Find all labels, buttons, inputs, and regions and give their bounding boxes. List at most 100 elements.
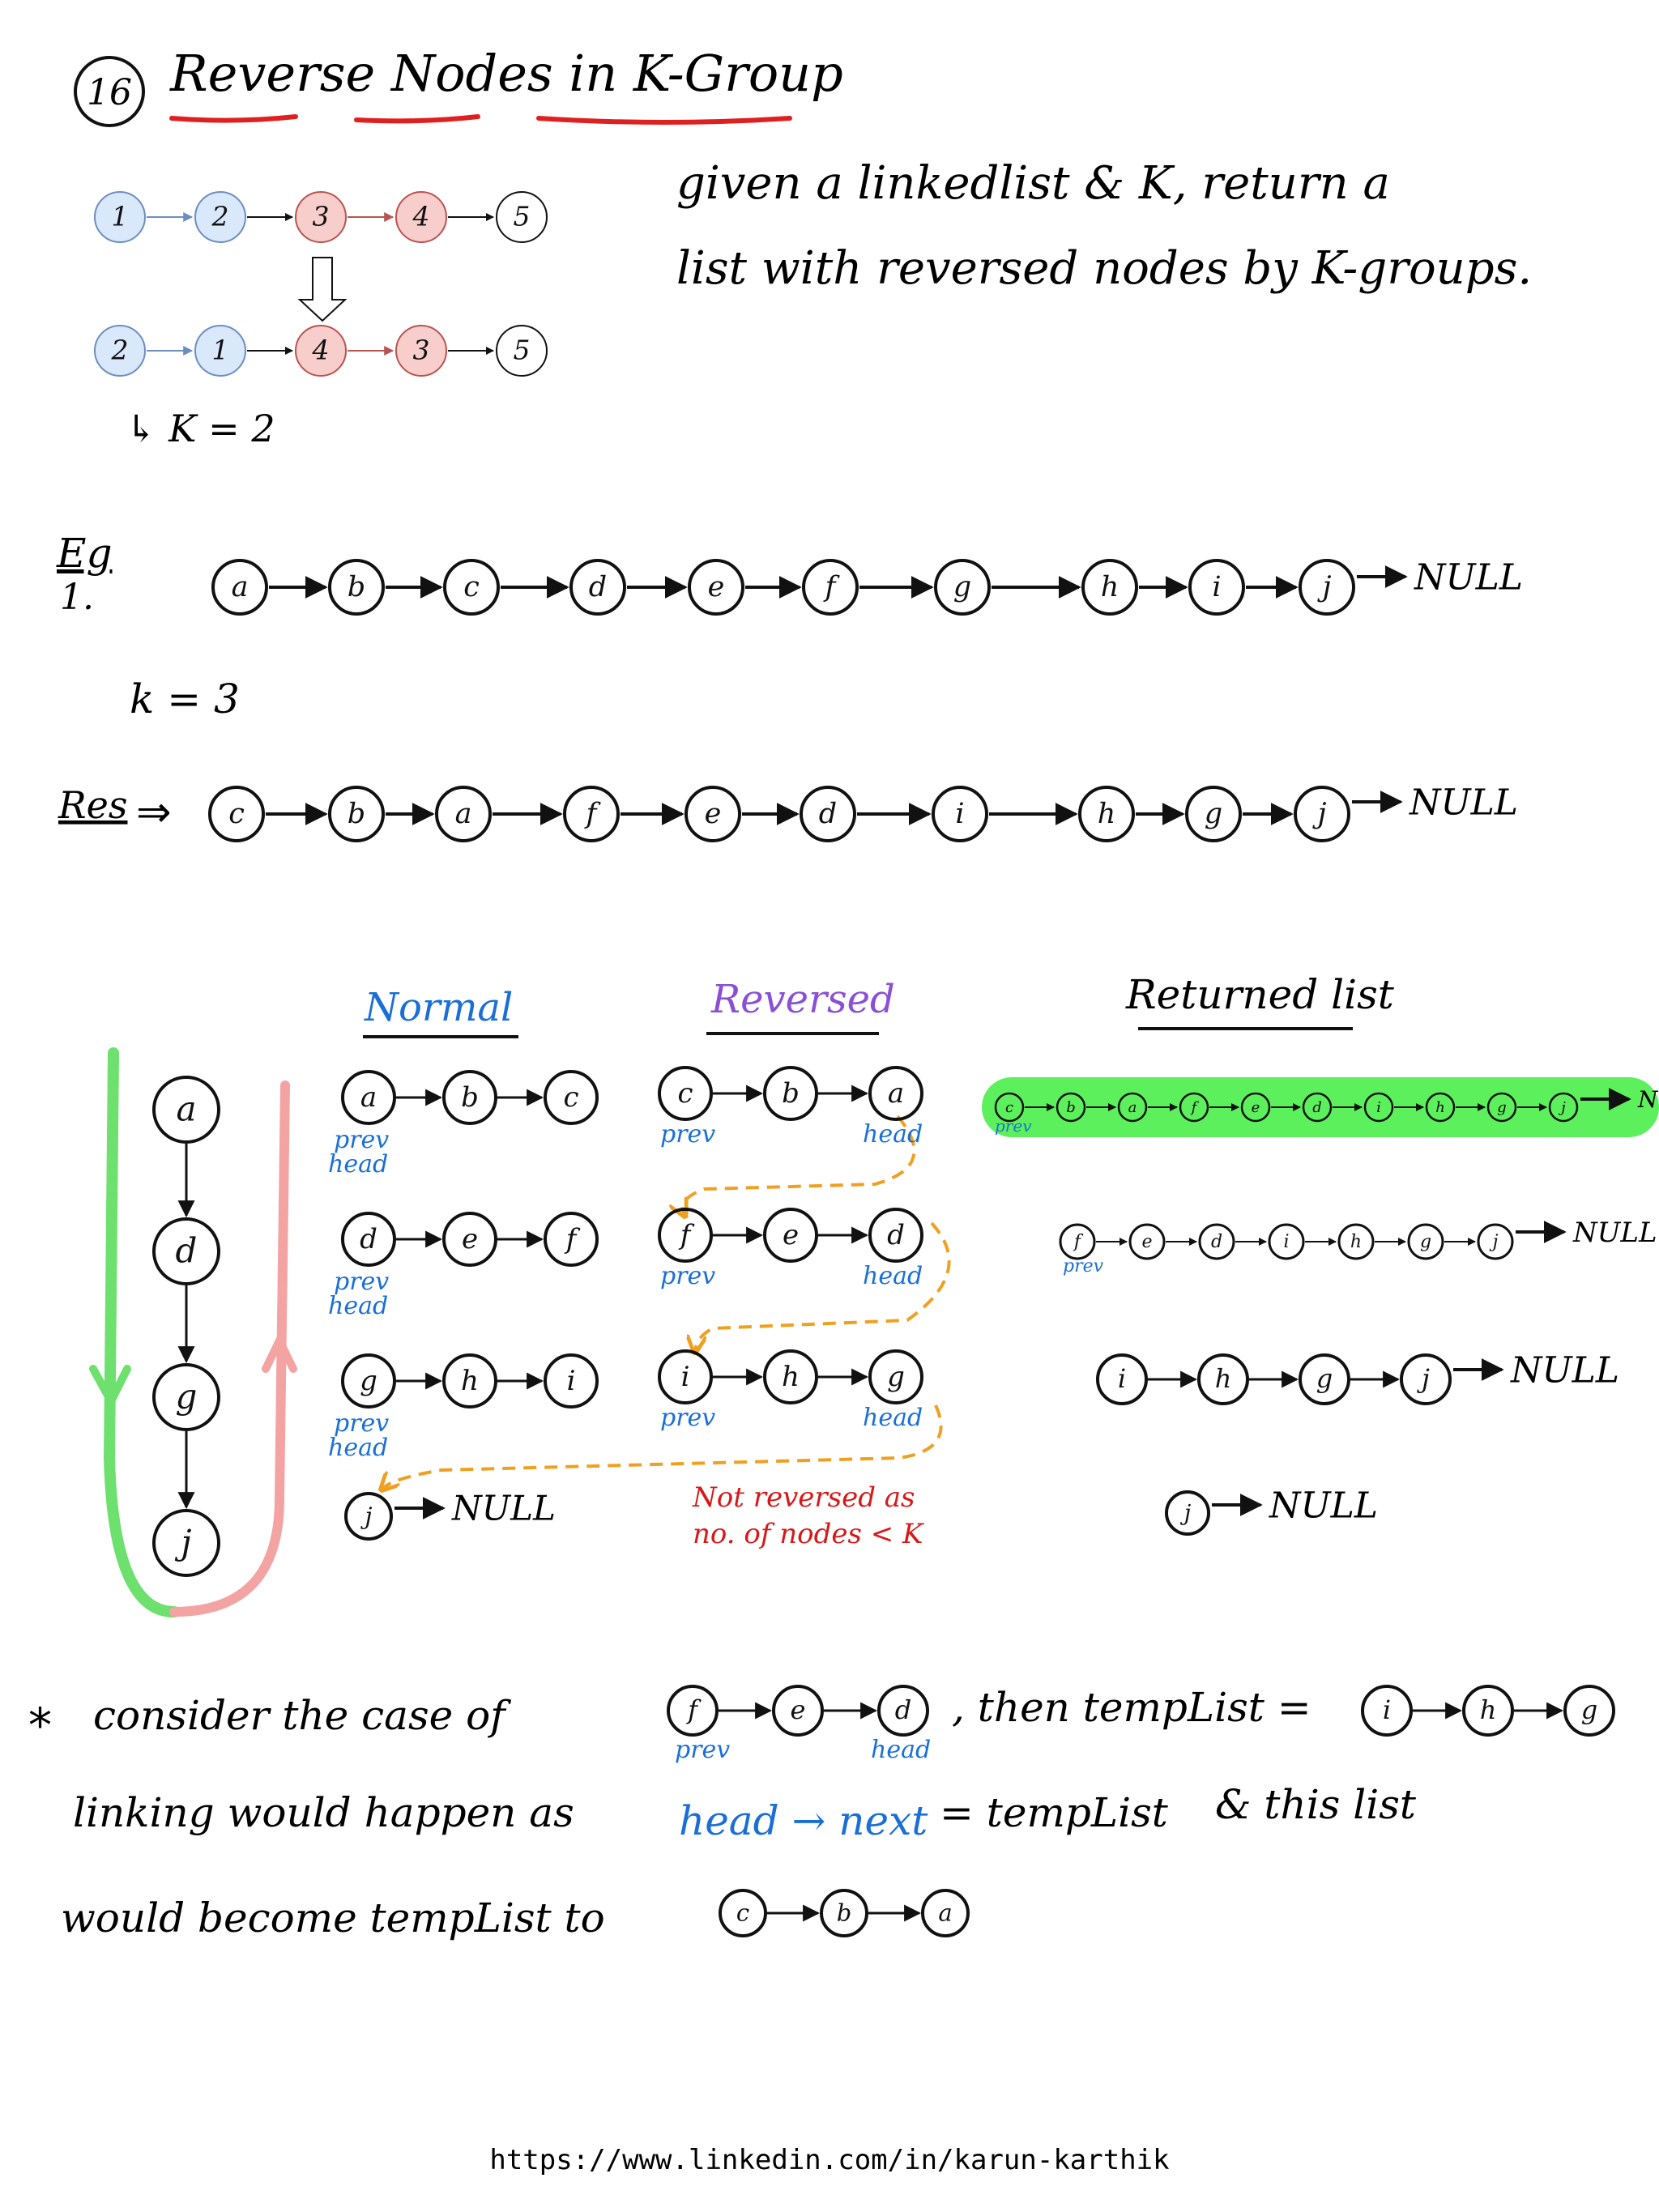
node-4 [395, 191, 447, 243]
node-h [1337, 1223, 1375, 1260]
returned-row-highlight [982, 1077, 1659, 1137]
node-e [763, 1208, 818, 1263]
node-2 [194, 191, 246, 243]
node-e [772, 1685, 824, 1737]
node-a [435, 786, 492, 842]
node-label: d [1312, 1099, 1322, 1116]
node-label: c [563, 1081, 578, 1114]
orange-link-1 [683, 1115, 916, 1215]
node-label: e [462, 1223, 478, 1255]
node-d [877, 1685, 929, 1737]
node-label: b [348, 798, 365, 830]
node-d [1302, 1092, 1333, 1123]
title-underline-2 [354, 114, 480, 124]
normal-heading: Normal [364, 985, 513, 1030]
node-f [658, 1208, 713, 1263]
node-a [868, 1066, 923, 1121]
node-label: 1 [112, 201, 129, 232]
node-label: 3 [413, 335, 430, 366]
node-label: f [1073, 1232, 1084, 1252]
node-label: b [461, 1081, 479, 1114]
node-label: h [1350, 1232, 1362, 1252]
node-label: j [1180, 1501, 1191, 1526]
node-label: 4 [312, 335, 330, 366]
null-label: NULL [1414, 556, 1523, 598]
node-h [1425, 1092, 1456, 1123]
node-d [152, 1217, 220, 1285]
node-5 [496, 325, 548, 377]
head-label: head [863, 1404, 923, 1432]
node-label: a [360, 1081, 377, 1114]
node-e [1128, 1223, 1166, 1260]
prev-label: prev [995, 1116, 1032, 1136]
node-e [684, 786, 741, 842]
node-label: 2 [111, 335, 129, 366]
node-label: i [567, 1365, 576, 1397]
node-2 [94, 325, 146, 377]
orange-link-2 [695, 1221, 951, 1351]
node-label: i [955, 798, 964, 830]
node-label: d [176, 1231, 198, 1271]
node-a [341, 1070, 396, 1125]
node-i [1363, 1092, 1394, 1123]
node-h [1197, 1353, 1249, 1405]
node-f [1179, 1092, 1209, 1123]
node-g [152, 1363, 220, 1431]
node-label: e [1141, 1232, 1152, 1252]
prev-label: prev [675, 1736, 730, 1764]
node-e [1240, 1092, 1271, 1123]
node-4 [295, 325, 347, 377]
null-label: NULL [1572, 1217, 1657, 1249]
bullet-star: * [28, 1698, 52, 1753]
node-h [763, 1349, 818, 1404]
node-a [921, 1889, 970, 1937]
figure-caption: ↳ K = 2 [126, 407, 275, 450]
node-label: g [1581, 1694, 1597, 1725]
node-label: j [1417, 1363, 1430, 1394]
node-label: a [938, 1899, 952, 1927]
null-label: NULL [451, 1489, 556, 1528]
node-label: b [1066, 1099, 1076, 1116]
node-f [563, 786, 620, 842]
title-underline-1 [169, 114, 298, 123]
node-label: c [228, 798, 245, 830]
node-label: f [584, 798, 602, 830]
node-g [868, 1349, 923, 1404]
node-label: e [783, 1219, 799, 1251]
node-label: f [823, 571, 841, 603]
node-3 [295, 191, 347, 243]
not-reversed-note-line-1: Not reversed as [692, 1481, 915, 1514]
null-label: NULL [1637, 1086, 1659, 1113]
node-i [658, 1349, 713, 1404]
node-label: h [1435, 1099, 1445, 1116]
node-label: 5 [514, 201, 531, 232]
would-become-text: would become tempList to [61, 1894, 605, 1941]
node-d [341, 1212, 396, 1267]
footer-url: https://www.linkedin.com/in/karun-karthi… [489, 2144, 1169, 2176]
result-arrow: ⇒ [136, 788, 172, 837]
node-label: j [360, 1502, 373, 1530]
node-f [802, 559, 859, 616]
node-label: g [953, 571, 971, 603]
returned-column: cbafedihgjNULLprevfedihgjNULLprevihgjNUL… [994, 1086, 1659, 1536]
node-c [658, 1066, 713, 1121]
node-label: h [1480, 1694, 1497, 1725]
node-label: e [791, 1694, 806, 1725]
title-block: 16 Reverse Nodes in K-Group [74, 44, 843, 127]
node-h [442, 1353, 497, 1409]
node-label: f [564, 1223, 581, 1255]
node-label: a [1128, 1099, 1137, 1116]
head-label: head [328, 1292, 388, 1320]
node-label: f [678, 1219, 695, 1251]
example-label-num: 1. [60, 577, 94, 618]
node-label: g [360, 1365, 377, 1397]
node-label: e [1252, 1099, 1260, 1116]
eq-templist-text: = tempList [940, 1789, 1169, 1836]
node-label: a [232, 571, 249, 603]
node-label: h [782, 1361, 800, 1393]
node-label: j [1489, 1232, 1499, 1252]
